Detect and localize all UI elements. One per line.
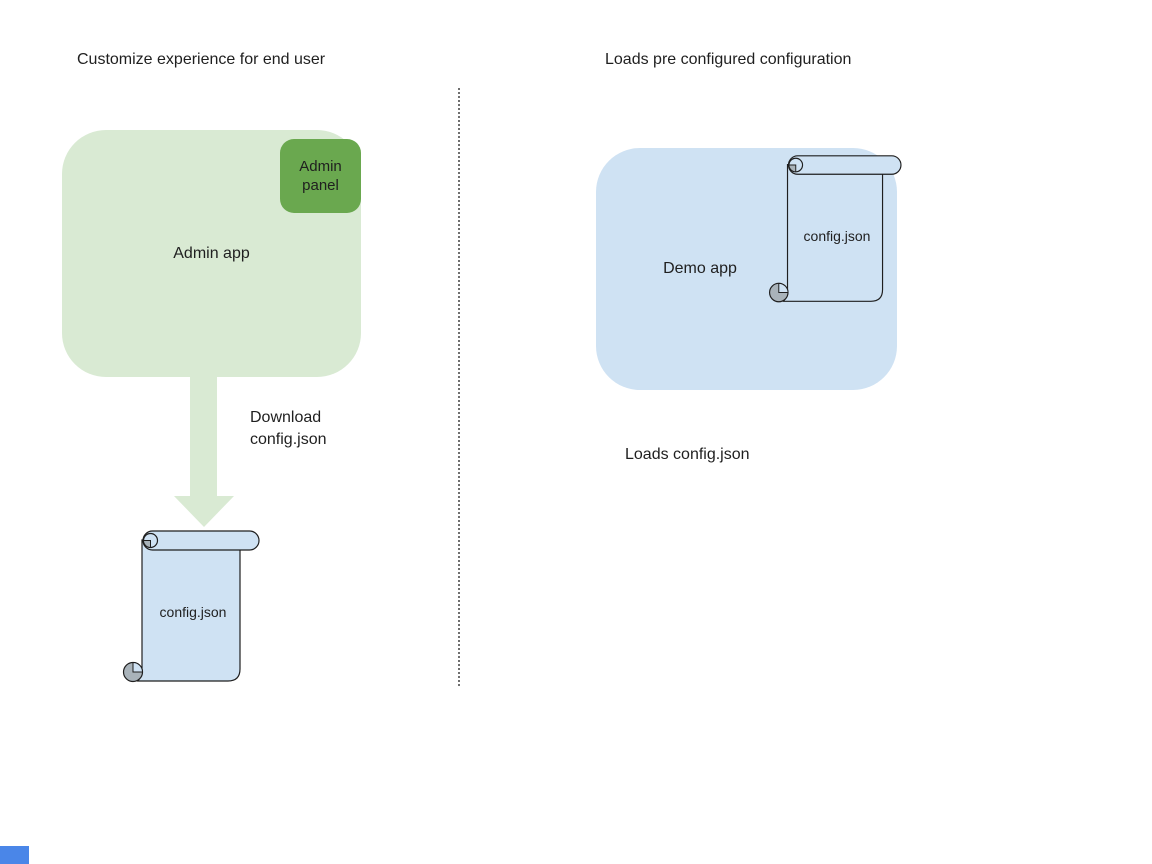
- admin-panel-box: Admin panel: [280, 139, 361, 213]
- admin-panel-label: Admin panel: [299, 158, 342, 194]
- offcanvas-shape-artifact: [0, 846, 29, 864]
- download-caption: Download config.json: [250, 409, 327, 448]
- admin-app-label: Admin app: [173, 244, 250, 262]
- section-divider: [458, 88, 460, 686]
- loads-config-caption: Loads config.json: [625, 446, 750, 463]
- config-scroll-icon: [122, 525, 262, 695]
- left-section-title: Customize experience for end user: [77, 51, 326, 68]
- right-section-title: Loads pre configured configuration: [605, 51, 852, 68]
- demo-app-label: Demo app: [663, 260, 737, 277]
- download-arrow-icon: [170, 377, 238, 534]
- config-scroll-label: config.json: [159, 604, 227, 620]
- demo-config-scroll-icon: [766, 150, 906, 315]
- demo-config-scroll-label: config.json: [803, 228, 871, 244]
